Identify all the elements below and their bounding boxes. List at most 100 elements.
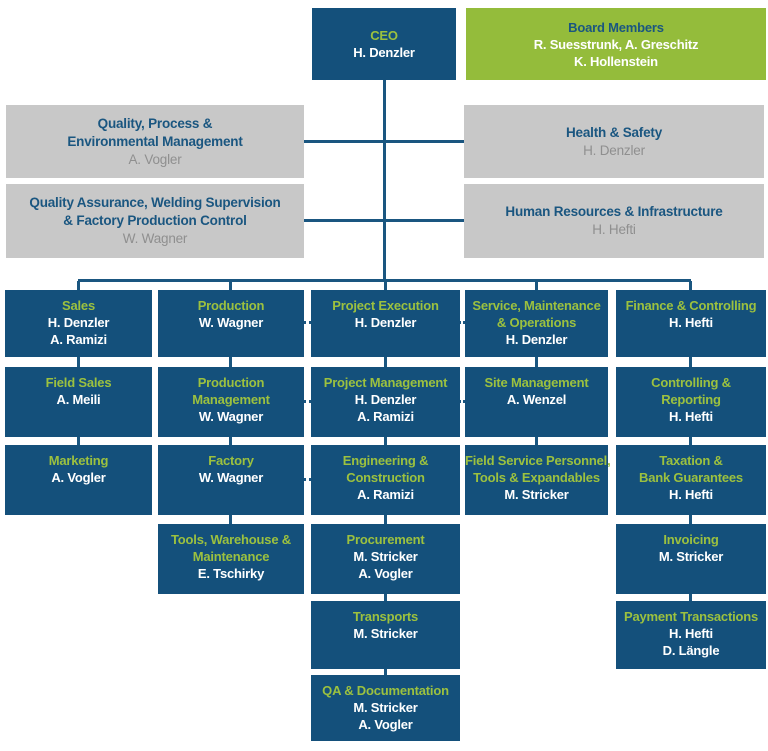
- box-names: A. Wenzel: [506, 392, 567, 407]
- box-names: W. Wagner: [198, 315, 264, 330]
- connector-dotted: [458, 321, 466, 324]
- connector-staff-left-1: [304, 140, 384, 143]
- box-names: H. Hefti: [669, 409, 713, 424]
- org-box-health-safety: Health & Safety H. Denzler: [464, 105, 764, 178]
- box-names: M. Stricker: [658, 549, 724, 564]
- org-box-procurement: Procurement M. Stricker A. Vogler: [311, 524, 460, 594]
- box-title: Engineering & Construction: [342, 453, 429, 485]
- box-title: Taxation & Bank Guarantees: [639, 453, 743, 485]
- box-names: A. Vogler: [51, 470, 106, 485]
- connector-stub: [229, 357, 232, 367]
- box-names: E. Tschirky: [197, 566, 265, 581]
- org-box-quality-assurance-welding-supervision: Quality Assurance, Welding Supervision &…: [6, 184, 304, 258]
- org-box-ceo: CEO H. Denzler: [312, 8, 456, 80]
- box-names: M. Stricker A. Vogler: [353, 700, 418, 732]
- box-names: W. Wagner: [122, 231, 188, 246]
- connector-stub: [77, 357, 80, 367]
- box-names: H. Denzler: [354, 315, 417, 330]
- box-title: Production: [197, 298, 265, 313]
- connector-stub: [535, 281, 538, 290]
- box-names: M. Stricker: [353, 626, 418, 641]
- org-box-project-management: Project Management H. Denzler A. Ramizi: [311, 367, 460, 437]
- box-title: Project Execution: [332, 298, 439, 313]
- connector-ceo-vertical: [383, 80, 386, 282]
- box-title: Invoicing: [663, 532, 719, 547]
- connector-stub: [384, 515, 387, 524]
- connector-stub: [689, 594, 692, 601]
- org-box-transports: Transports M. Stricker: [311, 601, 460, 669]
- box-title: Controlling & Reporting: [651, 375, 731, 407]
- box-names: H. Denzler A. Ramizi: [354, 392, 417, 424]
- connector-stub: [384, 437, 387, 445]
- connector-dotted: [303, 478, 312, 481]
- org-box-payment-transactions: Payment Transactions H. Hefti D. Längle: [616, 601, 766, 669]
- box-title: Sales: [62, 298, 95, 313]
- box-names: H. Denzler A. Ramizi: [47, 315, 110, 347]
- box-title: Finance & Controlling: [625, 298, 757, 313]
- box-title: Factory: [208, 453, 254, 468]
- box-names: M. Stricker: [504, 487, 569, 502]
- org-box-production: Production W. Wagner: [158, 290, 304, 357]
- connector-stub: [77, 281, 80, 290]
- connector-stub: [689, 357, 692, 367]
- org-box-sales: Sales H. Denzler A. Ramizi: [5, 290, 152, 357]
- connector-stub: [384, 669, 387, 675]
- box-title: Health & Safety: [565, 124, 663, 140]
- box-title: Procurement: [346, 532, 425, 547]
- org-box-project-execution: Project Execution H. Denzler: [311, 290, 460, 357]
- box-names: H. Denzler: [353, 45, 415, 60]
- box-names: M. Stricker A. Vogler: [353, 549, 418, 581]
- box-title: Marketing: [48, 453, 109, 468]
- box-names: W. Wagner: [198, 470, 264, 485]
- org-box-engineering-construction: Engineering & Construction A. Ramizi: [311, 445, 460, 515]
- box-title: CEO: [370, 28, 398, 43]
- connector-staff-right-1: [384, 140, 464, 143]
- org-box-service-maintenance-operations: Service, Maintenance & Operations H. Den…: [465, 290, 608, 357]
- org-box-qa-documentation: QA & Documentation M. Stricker A. Vogler: [311, 675, 460, 741]
- connector-stub: [384, 281, 387, 290]
- org-box-human-resources-infrastructure: Human Resources & Infrastructure H. Heft…: [464, 184, 764, 258]
- org-box-tools-warehouse-maintenance: Tools, Warehouse & Maintenance E. Tschir…: [158, 524, 304, 594]
- box-title: Field Sales: [45, 375, 112, 390]
- org-box-production-management: Production Management W. Wagner: [158, 367, 304, 437]
- org-box-board-members: Board Members R. Suesstrunk, A. Greschit…: [466, 8, 766, 80]
- box-names: H. Hefti: [669, 487, 713, 502]
- org-box-controlling-reporting: Controlling & Reporting H. Hefti: [616, 367, 766, 437]
- connector-stub: [689, 281, 692, 290]
- box-title: Quality, Process & Environmental Managem…: [67, 115, 243, 149]
- connector-staff-left-2: [304, 219, 384, 222]
- box-names: H. Hefti: [669, 315, 713, 330]
- connector-stub: [689, 437, 692, 445]
- box-title: Project Management: [323, 375, 448, 390]
- org-box-site-management: Site Management A. Wenzel: [465, 367, 608, 437]
- box-title: Service, Maintenance & Operations: [472, 298, 601, 330]
- box-title: Field Service Personnel, Tools & Expanda…: [465, 453, 611, 485]
- connector-bus-horizontal: [78, 279, 691, 282]
- box-names: A. Vogler: [128, 151, 182, 167]
- connector-dotted: [303, 400, 312, 403]
- connector-staff-right-2: [384, 219, 464, 222]
- box-title: Transports: [352, 609, 419, 624]
- org-box-quality-process-environmental-management: Quality, Process & Environmental Managem…: [6, 105, 304, 178]
- box-names: A. Ramizi: [357, 487, 414, 502]
- connector-stub: [229, 515, 232, 524]
- box-title: Site Management: [484, 375, 589, 390]
- connector-stub: [535, 357, 538, 367]
- box-title: Board Members: [568, 19, 664, 35]
- connector-stub: [229, 281, 232, 290]
- box-title: Tools, Warehouse & Maintenance: [171, 532, 291, 564]
- box-title: Human Resources & Infrastructure: [505, 204, 723, 219]
- connector-stub: [689, 515, 692, 524]
- box-title: Quality Assurance, Welding Supervision &…: [29, 195, 281, 228]
- connector-stub: [229, 437, 232, 445]
- box-title: Production Management: [192, 375, 270, 407]
- org-box-field-sales: Field Sales A. Meili: [5, 367, 152, 437]
- org-box-field-service-personnel: Field Service Personnel, Tools & Expanda…: [465, 445, 611, 515]
- org-box-taxation-bank-guarantees: Taxation & Bank Guarantees H. Hefti: [616, 445, 766, 515]
- org-box-invoicing: Invoicing M. Stricker: [616, 524, 766, 594]
- connector-dotted: [303, 321, 312, 324]
- box-names: W. Wagner: [198, 409, 264, 424]
- box-title: QA & Documentation: [322, 683, 449, 698]
- box-names: A. Meili: [56, 392, 101, 407]
